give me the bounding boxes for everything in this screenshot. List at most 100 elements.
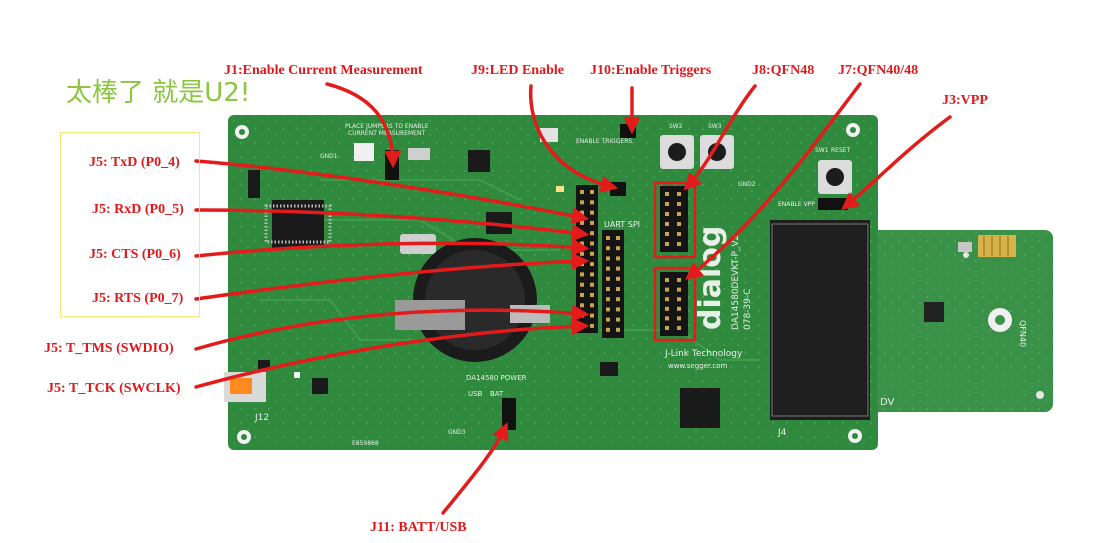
silk-segger: www.segger.com bbox=[668, 362, 727, 370]
header-pin bbox=[590, 210, 594, 215]
header-pin bbox=[580, 241, 584, 246]
daughter-board bbox=[848, 230, 1053, 412]
header-pin bbox=[580, 272, 584, 277]
header-pin bbox=[677, 222, 681, 226]
label-j11: J11: BATT/USB bbox=[370, 520, 467, 535]
header-pin bbox=[677, 287, 681, 292]
header-pin bbox=[606, 246, 610, 251]
header-pin bbox=[677, 316, 681, 321]
j8-highlight-box bbox=[653, 181, 697, 259]
main-pcb bbox=[228, 115, 878, 450]
header-pin bbox=[590, 323, 594, 328]
arrow-txd bbox=[194, 159, 590, 225]
silk-sw2: SW2 bbox=[669, 123, 683, 130]
header-pin bbox=[665, 222, 669, 226]
header-pins bbox=[580, 190, 681, 332]
brand-logo: dialog bbox=[693, 226, 728, 330]
header-pin bbox=[606, 276, 610, 281]
header-pin bbox=[665, 212, 669, 216]
header-pin bbox=[606, 297, 610, 302]
label-j8: J8:QFN48 bbox=[752, 63, 815, 78]
arrow-j7 bbox=[685, 82, 862, 280]
label-j3: J3:VPP bbox=[942, 93, 988, 108]
header-pin bbox=[590, 303, 594, 308]
label-rts: J5: RTS (P0_7) bbox=[92, 291, 184, 306]
label-txd: J5: TxD (P0_4) bbox=[89, 155, 180, 170]
header-pin bbox=[677, 212, 681, 216]
silk-jlink: J-Link Technology bbox=[664, 349, 743, 359]
header-pin bbox=[580, 303, 584, 308]
silk-gnd2: GND2 bbox=[738, 181, 756, 188]
label-j7: J7:QFN40/48 bbox=[838, 63, 919, 78]
silk-reset: RESET bbox=[831, 147, 851, 154]
header-pin bbox=[665, 316, 669, 321]
header-pin bbox=[606, 256, 610, 261]
header-pin bbox=[665, 242, 669, 246]
header-pin bbox=[616, 297, 620, 302]
header-pin bbox=[606, 317, 610, 322]
arrow-j1 bbox=[325, 82, 402, 169]
header-pin bbox=[677, 192, 681, 196]
header-pin bbox=[665, 287, 669, 292]
header-pin bbox=[677, 306, 681, 311]
silk-code: E859868 bbox=[352, 440, 379, 447]
header-pin bbox=[580, 200, 584, 205]
header-pin bbox=[590, 313, 594, 318]
header-pin bbox=[677, 242, 681, 246]
j7-highlight-box bbox=[653, 266, 697, 342]
arrow-j8 bbox=[683, 84, 757, 191]
header-pin bbox=[677, 278, 681, 282]
header-pin bbox=[677, 326, 681, 330]
header-pin bbox=[590, 282, 594, 287]
header-pin bbox=[616, 317, 620, 322]
silk-number: 078-39-C bbox=[743, 289, 753, 330]
label-j10: J10:Enable Triggers bbox=[590, 63, 712, 78]
header-pin bbox=[677, 297, 681, 302]
label-tck: J5: T_TCK (SWCLK) bbox=[47, 381, 181, 396]
arrow-j9 bbox=[528, 84, 619, 193]
silk-sw1: SW1 bbox=[815, 147, 829, 154]
header-pin bbox=[606, 287, 610, 291]
header-pin bbox=[665, 232, 669, 236]
silk-power: DA14580 POWER bbox=[466, 374, 527, 382]
silk-usb: USB bbox=[468, 390, 483, 398]
header-pin bbox=[590, 241, 594, 246]
header-pin bbox=[580, 282, 584, 287]
silk-gnd3: GND3 bbox=[448, 429, 466, 436]
header-pin bbox=[590, 251, 594, 256]
silk-gnd1: GND1 bbox=[320, 153, 338, 160]
header-pin bbox=[616, 276, 620, 281]
header-pin bbox=[616, 236, 620, 240]
silk-dv: DV bbox=[880, 397, 895, 408]
silk-j12: J12 bbox=[254, 413, 269, 423]
arrow-tck bbox=[194, 317, 590, 389]
silk-qfn40: QFN40 bbox=[1018, 320, 1027, 347]
header-pin bbox=[580, 210, 584, 215]
uart-pins-yellow-box bbox=[60, 132, 200, 317]
header-pin bbox=[590, 272, 594, 277]
slogan-text: 太棒了 就是U2! bbox=[66, 78, 251, 108]
arrow-tms bbox=[194, 304, 590, 351]
label-rxd: J5: RxD (P0_5) bbox=[92, 202, 184, 217]
header-pin bbox=[616, 246, 620, 251]
silk-sw3: SW3 bbox=[708, 123, 722, 130]
header-pin bbox=[590, 231, 594, 236]
annotation-arrows bbox=[194, 82, 952, 515]
header-pin bbox=[677, 202, 681, 206]
silk-enable-triggers: ENABLE TRIGGERS bbox=[576, 138, 632, 145]
header-pin bbox=[616, 307, 620, 312]
header-pin bbox=[616, 327, 620, 332]
header-pin bbox=[677, 232, 681, 236]
header-pin bbox=[606, 327, 610, 332]
header-pin bbox=[606, 266, 610, 271]
arrow-j3 bbox=[841, 115, 952, 210]
arrow-j11 bbox=[441, 422, 509, 515]
header-pin bbox=[590, 262, 594, 267]
silk-enable-vpp: ENABLE VPP bbox=[778, 201, 815, 208]
components bbox=[224, 124, 870, 430]
header-pin bbox=[590, 190, 594, 194]
silk-model: DA14580DEVKT-P_V2 bbox=[731, 235, 741, 330]
label-cts: J5: CTS (P0_6) bbox=[89, 247, 181, 262]
